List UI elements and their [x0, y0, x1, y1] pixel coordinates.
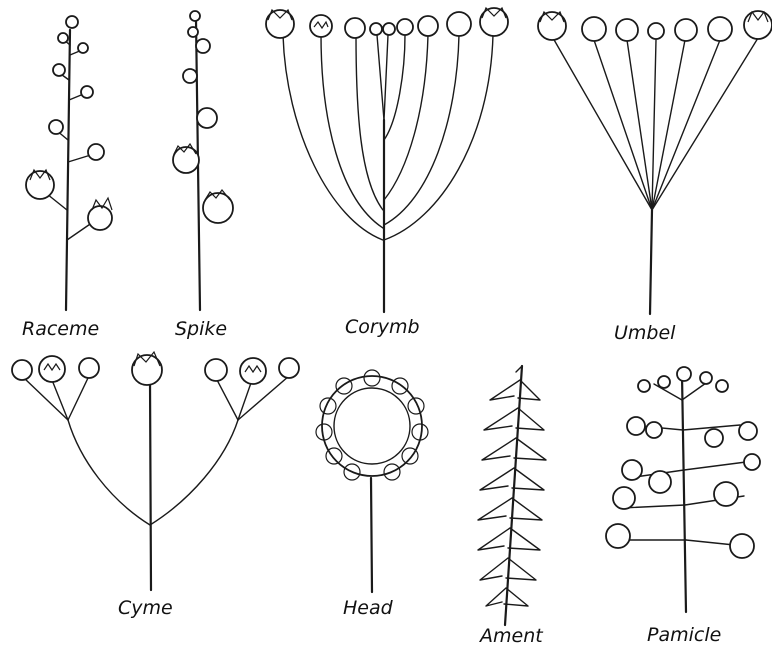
head-label: Head [343, 597, 393, 619]
ament-illustration [478, 366, 546, 625]
head-illustration [316, 370, 428, 592]
umbel-illustration [538, 11, 772, 314]
cyme-label: Cyme [118, 597, 173, 619]
spike-label: Spike [175, 318, 227, 340]
cyme-illustration [12, 352, 299, 590]
panicle-label: Pamicle [647, 624, 721, 646]
ament-label: Ament [480, 625, 543, 647]
umbel-label: Umbel [614, 322, 675, 344]
raceme-illustration [26, 16, 112, 310]
corymb-label: Corymb [345, 316, 420, 338]
corymb-illustration [266, 8, 508, 312]
panicle-illustration [606, 367, 760, 612]
raceme-label: Raceme [22, 318, 99, 340]
spike-illustration [173, 11, 233, 310]
